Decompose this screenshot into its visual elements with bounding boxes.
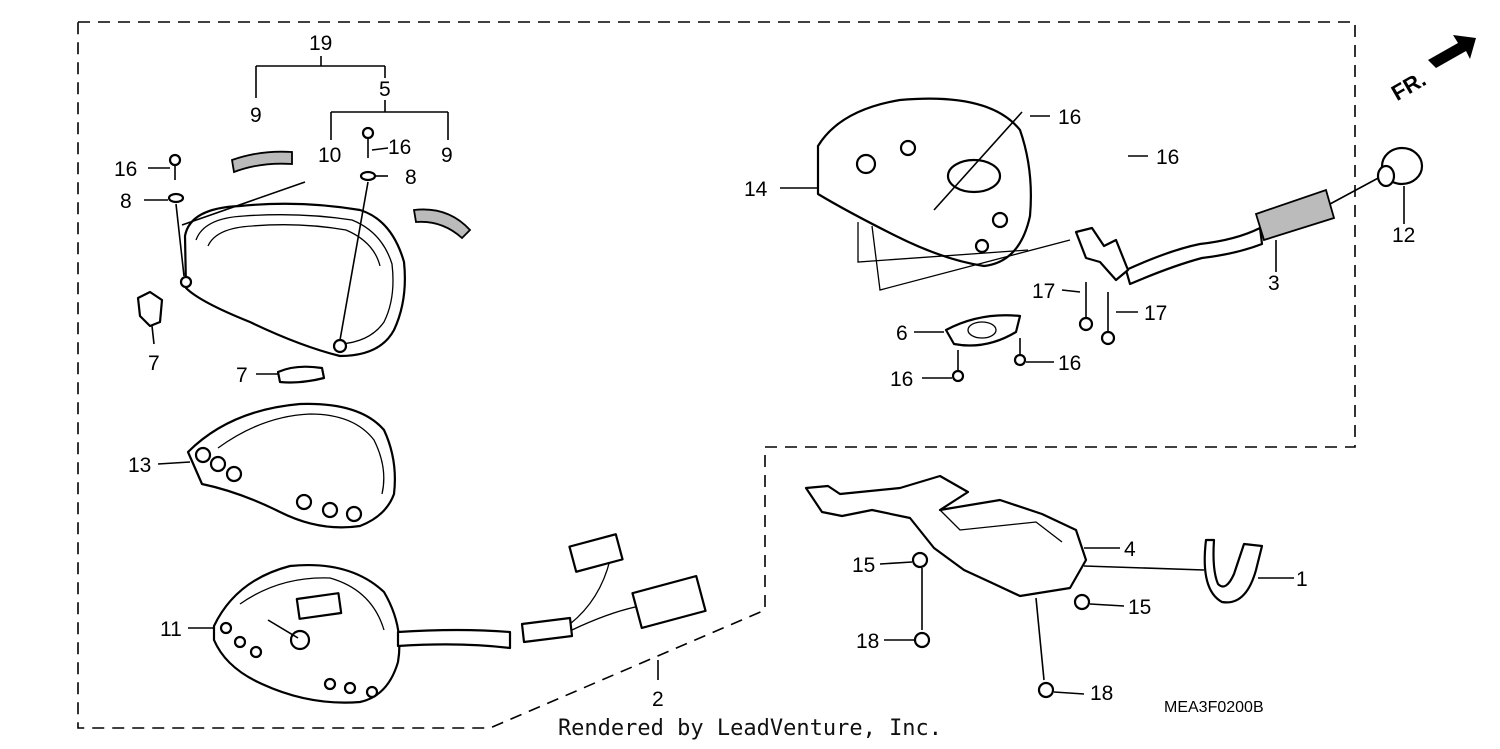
- callout-17-left: 17: [1032, 280, 1055, 303]
- bolt-18-right: [1037, 681, 1055, 699]
- callout-14: 14: [744, 178, 768, 201]
- callout-16-right: 16: [1156, 146, 1179, 169]
- callout-4: 4: [1124, 538, 1136, 561]
- bolt-18-left: [913, 568, 931, 649]
- plate-6: [944, 314, 1022, 347]
- screw-16-center: [361, 126, 375, 158]
- callout-15-left: 15: [852, 554, 875, 577]
- seal-strip-left: [230, 150, 293, 174]
- speedometer-11: [212, 563, 401, 704]
- render-credit: Rendered by LeadVenture, Inc.: [557, 716, 943, 741]
- callout-18-left: 18: [856, 630, 879, 653]
- callout-2: 2: [652, 688, 664, 711]
- callout-8-left: 8: [120, 190, 132, 213]
- part-code: MEA3F0200B: [1164, 699, 1264, 716]
- screw-17-left: [1078, 282, 1094, 332]
- callout-11: 11: [160, 618, 182, 641]
- callout-16-plate-right: 16: [1058, 352, 1081, 375]
- callout-9-right: 9: [441, 144, 453, 167]
- callout-7-bottom: 7: [236, 364, 248, 387]
- callout-16-plate-left: 16: [890, 368, 913, 391]
- callout-16-upper-left: 16: [114, 158, 137, 181]
- screw-17-right: [1100, 292, 1116, 346]
- washer-8-left: [167, 192, 185, 204]
- callout-6: 6: [896, 322, 908, 345]
- callout-10: 10: [318, 144, 341, 167]
- bracket-plate: [1074, 226, 1130, 282]
- leader-lines: [144, 115, 1405, 695]
- meter-case-lower-14: [816, 97, 1071, 291]
- callout-7-left: 7: [148, 352, 160, 375]
- front-direction-indicator: FR.: [1387, 35, 1476, 106]
- front-arrow-icon: [1428, 35, 1476, 68]
- seal-strip-right: [412, 208, 472, 240]
- meter-panel-13: [186, 402, 396, 529]
- callout-15-right: 15: [1128, 596, 1151, 619]
- band-1: [1203, 538, 1264, 604]
- screw-16-plate: [951, 338, 1027, 383]
- group-bracket-19-5: [255, 56, 449, 140]
- callout-1: 1: [1296, 568, 1308, 591]
- callout-13: 13: [128, 454, 151, 477]
- assembly-boundary: [77, 21, 1356, 729]
- callout-17-right: 17: [1144, 302, 1167, 325]
- grommet-12: [1376, 146, 1424, 188]
- harness-2: [396, 533, 707, 650]
- clip-15-right: [1073, 593, 1091, 611]
- washer-8-center: [359, 170, 377, 182]
- clip-7-bottom: [276, 365, 326, 384]
- callout-3: 3: [1268, 272, 1280, 295]
- clip-15-left: [911, 551, 929, 569]
- callout-19: 19: [309, 32, 332, 55]
- callout-9-left: 9: [250, 104, 262, 127]
- callout-16-center: 16: [388, 136, 411, 159]
- screw-16-left: [168, 153, 182, 180]
- front-direction-label: FR.: [1387, 66, 1430, 105]
- meter-bracket-4: [804, 474, 1205, 681]
- meter-case-upper: [175, 181, 406, 358]
- callout-16-top-right: 16: [1058, 106, 1081, 129]
- harness-3: [1124, 175, 1383, 286]
- callout-8-center: 8: [405, 166, 417, 189]
- clip-7-left: [136, 290, 164, 328]
- callout-18-right: 18: [1090, 682, 1113, 705]
- callout-5: 5: [379, 78, 391, 101]
- callout-12: 12: [1392, 224, 1415, 247]
- callout-labels: 19 5 9 10 9 16 8 16 8 7 7 13 11 2 14 16 …: [114, 32, 1415, 716]
